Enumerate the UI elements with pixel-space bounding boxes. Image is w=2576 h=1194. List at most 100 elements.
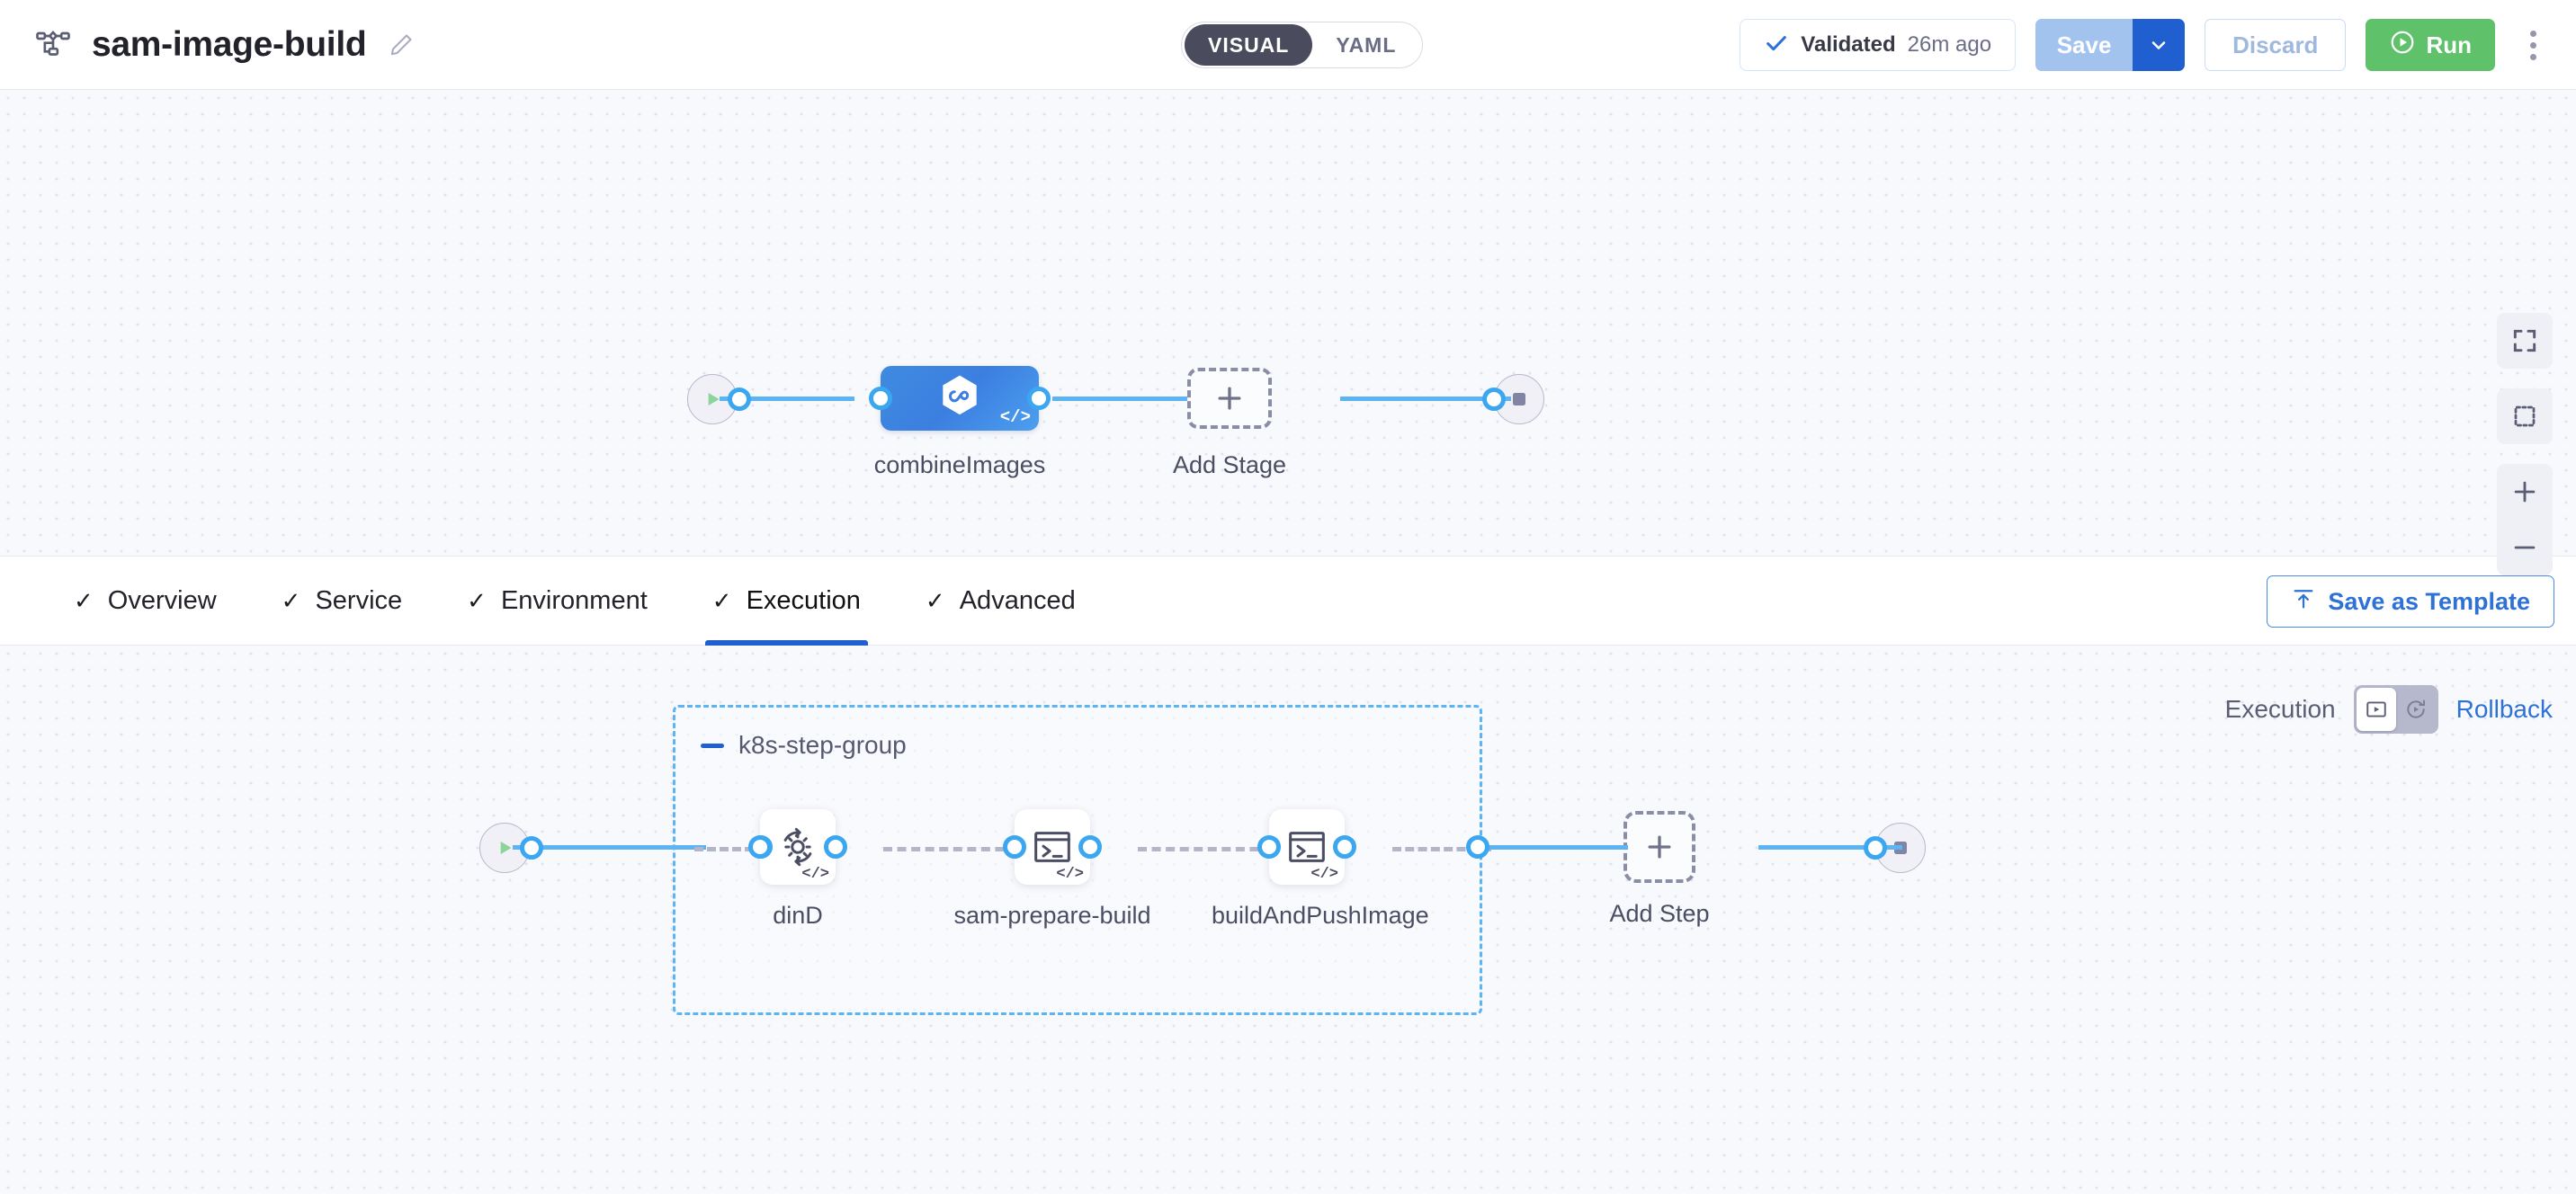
execution-rollback-toggle: Execution Rollback [2225,685,2553,734]
port-exec-end-in[interactable] [1864,836,1887,860]
port-stage-in[interactable] [869,387,892,410]
step-node-sam-prepare-build[interactable]: </> sam-prepare-build [953,809,1151,929]
toggle-execution[interactable] [2356,688,2396,731]
port-end-in[interactable] [1482,388,1506,411]
port-build-out[interactable] [1333,835,1356,859]
chevron-down-icon[interactable] [2133,19,2186,71]
stage-label: combineImages [873,451,1046,478]
stage-node-combineimages[interactable]: </> combineImages [869,366,1051,478]
tab-environment[interactable]: ✓ Environment [434,556,680,646]
step-label: buildAndPushImage [1212,902,1429,929]
tab-yaml[interactable]: YAML [1336,32,1397,57]
port-exec-start-out[interactable] [520,836,543,860]
port-start-out[interactable] [728,388,751,411]
status-badge: Validated 26m ago [1740,19,2017,71]
execution-icon [2366,701,2386,717]
connector-dind-prepare [883,847,1018,851]
execution-start-node[interactable] [479,823,543,873]
save-button[interactable]: Save [2035,19,2133,71]
stage-canvas[interactable]: </> combineImages Add Stage [0,90,2576,575]
port-prepare-in[interactable] [1003,835,1026,859]
page-title: sam-image-build [92,24,367,64]
zoom-controls[interactable] [2497,464,2553,575]
plus-icon [1218,387,1241,410]
view-mode-toggle[interactable]: VISUAL YAML [1181,22,1424,68]
minus-icon [2514,546,2536,549]
port-dind-out[interactable] [824,835,847,859]
connector-prepare-build [1138,847,1273,851]
discard-button[interactable]: Discard [2205,19,2347,71]
port-group-out[interactable] [1466,835,1489,859]
rollback-icon [2407,699,2425,718]
connector-start-group [513,845,706,850]
connector-stage-addstage [1052,397,1187,401]
step-group-header[interactable]: k8s-step-group [675,708,1480,760]
tab-visual[interactable]: VISUAL [1185,24,1313,66]
save-button-group[interactable]: Save [2035,19,2186,71]
stage-end-node[interactable] [1482,374,1544,424]
header-actions: Validated 26m ago Save Discard Run [1740,0,2551,90]
stage-start-node[interactable] [687,374,751,424]
mode-toggle[interactable] [2353,685,2438,734]
add-step-label: Add Step [1609,900,1710,927]
zoom-in-button[interactable] [2497,464,2553,520]
tab-label: Advanced [959,585,1076,615]
save-as-template-button[interactable]: Save as Template [2267,575,2554,628]
pencil-icon[interactable] [386,30,416,60]
select-area-button[interactable] [2497,388,2553,444]
play-icon [500,841,512,855]
tab-label: Environment [500,585,648,615]
canvas-controls[interactable] [2497,313,2553,575]
terminal-icon [1289,832,1325,862]
step-label: sam-prepare-build [953,902,1151,929]
play-icon [708,392,720,406]
code-badge: </> [999,407,1031,427]
execution-canvas[interactable]: Execution Rollback k8s-step-group [0,646,2576,1194]
pipeline-flow-icon [34,26,72,64]
check-icon: ✓ [711,587,732,614]
template-upload-icon [2291,586,2316,618]
check-icon: ✓ [467,587,487,614]
harness-infinity-hexagon-icon [935,371,985,426]
port-prepare-out[interactable] [1078,835,1102,859]
check-icon: ✓ [925,587,945,614]
plus-icon [2514,481,2536,503]
tab-list: ✓ Overview ✓ Service ✓ Environment ✓ Exe… [0,556,1108,646]
tab-overview[interactable]: ✓ Overview [41,556,249,646]
tab-label: Service [315,585,403,615]
toggle-rollback[interactable] [2396,688,2436,731]
tab-label: Overview [107,585,217,615]
step-label: dinD [773,902,823,929]
add-step-button[interactable]: Add Step [1609,811,1710,927]
dashed-square-icon [2514,405,2536,427]
code-badge: </> [1310,866,1338,883]
kebab-menu-icon[interactable] [2515,19,2551,71]
add-stage-button[interactable]: Add Stage [1173,368,1286,478]
validated-timestamp: 26m ago [1907,32,1992,57]
minus-icon[interactable] [701,743,724,748]
add-stage-label: Add Stage [1172,451,1287,478]
rollback-label: Rollback [2455,695,2553,723]
connector-group-dind [694,847,766,851]
check-icon: ✓ [281,587,301,614]
run-label: Run [2426,31,2472,58]
gear-refresh-icon [783,827,812,867]
port-build-in[interactable] [1257,835,1281,859]
run-button[interactable]: Run [2366,19,2495,71]
connector-build-groupend [1392,847,1491,851]
app-header: sam-image-build VISUAL YAML Validated 26… [0,0,2576,90]
fit-to-screen-button[interactable] [2497,313,2553,369]
check-icon: ✓ [74,587,94,614]
validated-label: Validated [1801,32,1896,57]
port-stage-out[interactable] [1027,387,1051,410]
play-circle-icon [2389,29,2416,62]
code-badge: </> [1056,866,1084,883]
tab-service[interactable]: ✓ Service [249,556,435,646]
tab-execution[interactable]: ✓ Execution [680,556,893,646]
tab-advanced[interactable]: ✓ Advanced [893,556,1108,646]
step-node-buildandpushimage[interactable]: </> buildAndPushImage [1212,809,1429,929]
zoom-out-button[interactable] [2497,520,2553,575]
step-node-dind[interactable]: </> dinD [748,809,847,929]
plus-icon [1648,835,1671,859]
port-dind-in[interactable] [748,835,772,859]
